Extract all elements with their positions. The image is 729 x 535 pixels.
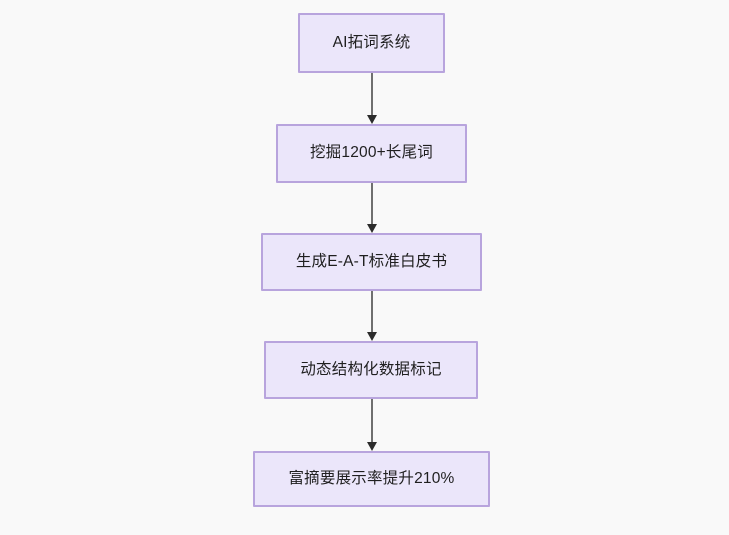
flow-node-rich-snippet-impression-uplift[interactable]: 富摘要展示率提升210% (253, 451, 490, 507)
edge-line (371, 73, 373, 115)
flow-node-ai-keyword-system[interactable]: AI拓词系统 (298, 13, 445, 73)
arrowhead-icon (367, 115, 377, 124)
arrowhead-icon (367, 224, 377, 233)
edge-line (371, 183, 373, 224)
flow-node-generate-eat-whitepaper[interactable]: 生成E-A-T标准白皮书 (261, 233, 482, 291)
flow-node-mine-longtail-keywords[interactable]: 挖掘1200+长尾词 (276, 124, 467, 183)
flow-node-label: 富摘要展示率提升210% (288, 469, 455, 487)
flow-node-label: 挖掘1200+长尾词 (309, 144, 434, 162)
arrowhead-icon (367, 332, 377, 341)
edge-line (371, 291, 373, 332)
edge-line (371, 399, 373, 442)
flow-node-dynamic-structured-data-markup[interactable]: 动态结构化数据标记 (264, 341, 478, 399)
arrowhead-icon (367, 442, 377, 451)
flow-node-label: 动态结构化数据标记 (300, 360, 442, 378)
flow-node-label: AI拓词系统 (332, 33, 411, 51)
flow-node-label: 生成E-A-T标准白皮书 (295, 252, 448, 270)
